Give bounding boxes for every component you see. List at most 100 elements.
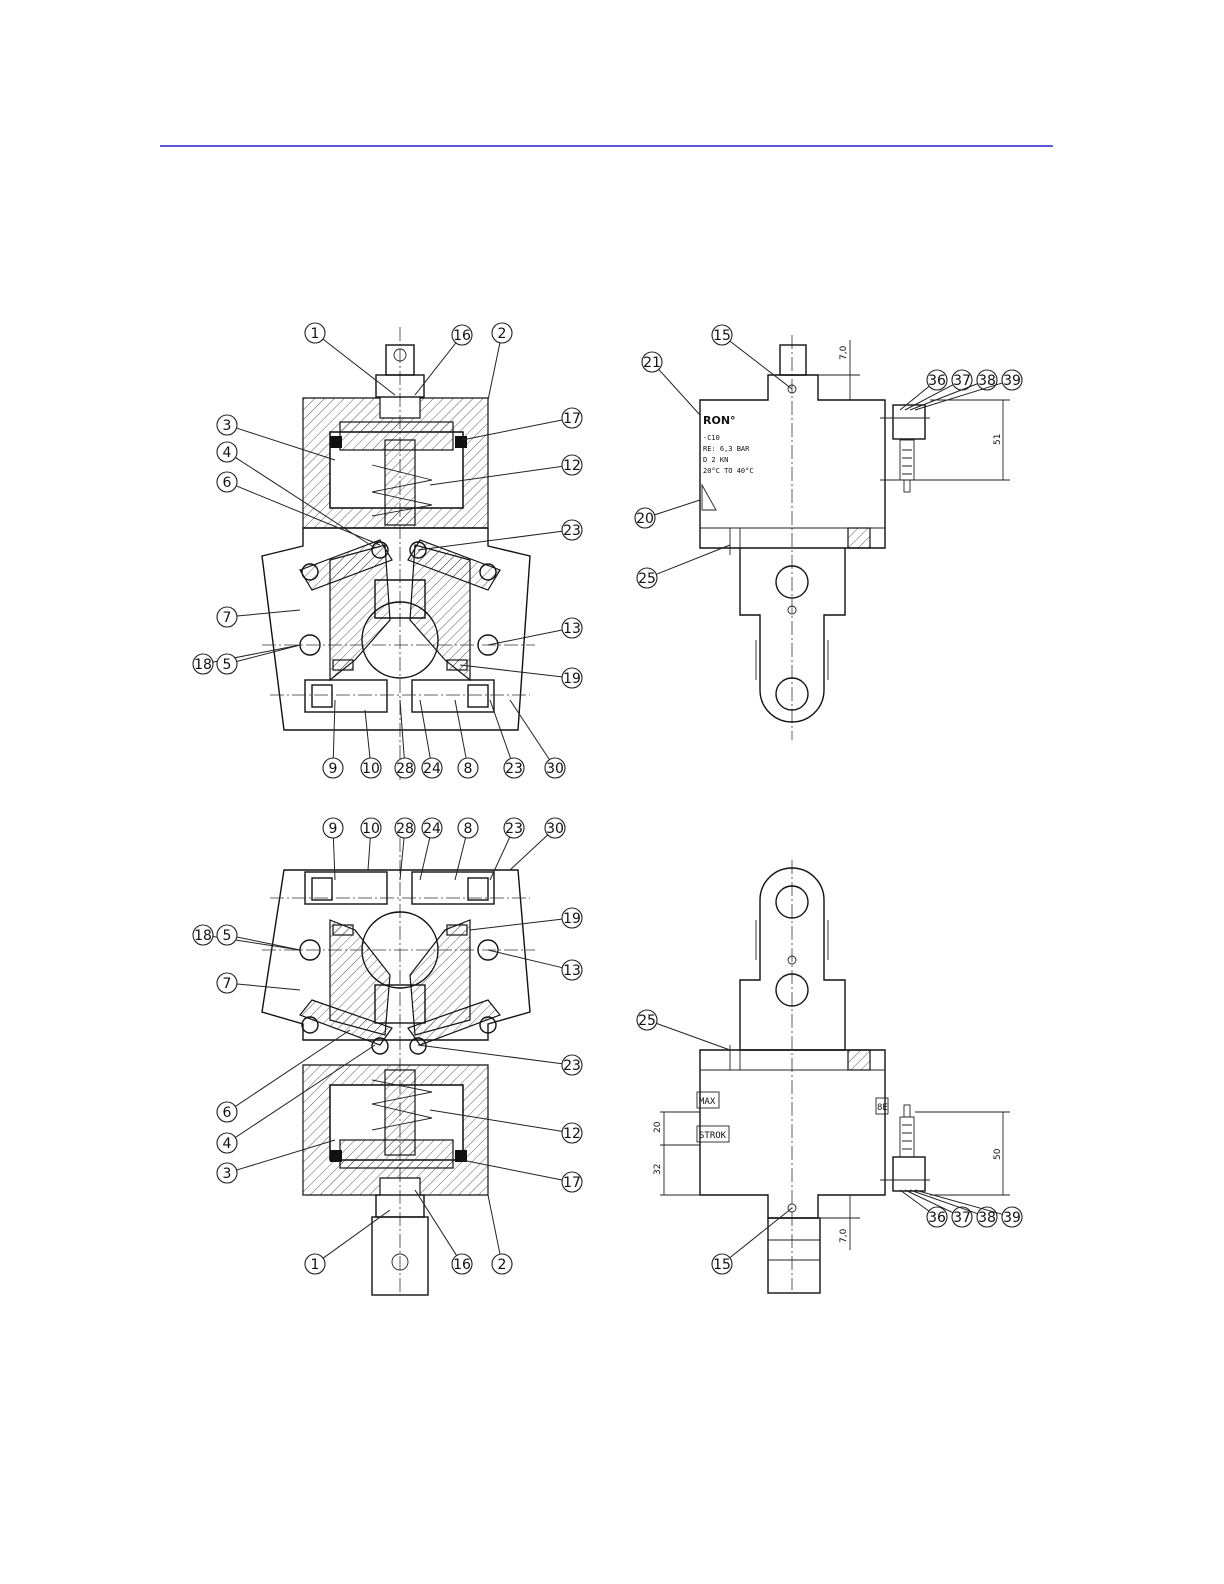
balloon-number: 25 [638,571,656,587]
svg-text:MAX: MAX [699,1097,716,1107]
svg-text:20°C TO 40°C: 20°C TO 40°C [703,467,754,475]
svg-text:RE: 6,3 BAR: RE: 6,3 BAR [703,445,750,453]
callout-balloon-side_top-7: 25 [637,545,730,588]
leader-line [655,500,700,515]
balloon-number: 38 [978,1210,996,1226]
balloon-number: 16 [453,1257,471,1273]
balloon-number: 36 [928,373,946,389]
balloon-number: 15 [713,328,731,344]
balloon-number: 5 [223,657,232,673]
balloon-number: 6 [223,475,232,491]
balloon-number: 10 [362,761,380,777]
leader-line [490,837,510,880]
leader-line [333,838,335,880]
leader-line [365,710,370,758]
balloon-number: 3 [223,418,232,434]
balloon-number: 4 [223,445,232,461]
balloon-number: 19 [563,911,581,927]
leader-line [237,984,300,990]
leader-line [400,700,404,758]
svg-text:20: 20 [653,1121,663,1133]
balloon-number: 8 [464,821,473,837]
leader-line [430,1110,562,1131]
leader-line [490,700,511,759]
callout-balloon-section_bottom-10: 7 [217,973,300,993]
leader-line [400,838,404,880]
balloon-number: 5 [223,928,232,944]
leader-line [368,838,370,870]
leader-line [333,700,335,758]
balloon-number: 18 [194,928,212,944]
balloon-number: 28 [396,821,414,837]
balloon-number: 21 [643,355,661,371]
leader-line [730,341,792,389]
callout-balloon-side_bottom-1: 36 [900,1190,947,1227]
balloon-number: 17 [563,1175,581,1191]
callout-balloon-section_bottom-1: 10 [361,818,381,870]
callout-balloon-section_bottom-8: 5 [217,925,300,950]
svg-text:51: 51 [993,434,1003,445]
balloon-number: 2 [498,1257,507,1273]
callout-balloon-side_top-2: 36 [900,370,947,410]
svg-text:-C10: -C10 [703,434,720,442]
leader-line [455,700,466,758]
callout-balloon-section_bottom-18: 1 [305,1210,390,1274]
balloon-number: 23 [505,761,523,777]
svg-text:32: 32 [653,1164,663,1175]
balloon-number: 6 [223,1105,232,1121]
balloon-number: 38 [978,373,996,389]
balloon-number: 30 [546,821,564,837]
balloon-number: 23 [563,1058,581,1074]
callout-balloon-section_top-9: 7 [217,607,300,627]
leader-line [460,665,562,677]
svg-text:7,0: 7,0 [839,1228,849,1243]
leader-line [415,1190,457,1256]
balloon-number: 12 [563,458,581,474]
svg-text:STROK: STROK [699,1131,727,1141]
balloon-number: 13 [563,963,581,979]
balloon-number: 15 [713,1257,731,1273]
callout-balloon-section_top-15: 10 [361,710,381,778]
balloon-number: 23 [563,523,581,539]
balloon-number: 12 [563,1126,581,1142]
balloon-number: 10 [362,821,380,837]
leader-line [420,700,430,758]
balloon-number: 24 [423,821,441,837]
balloon-number: 7 [223,610,232,626]
side-view-bottom: MAX STROK 8E 20 32 50 7,0 [653,860,1010,1293]
balloon-number: 9 [329,761,338,777]
balloon-number: 8 [464,761,473,777]
balloon-number: 1 [311,1257,320,1273]
balloon-number: 2 [498,326,507,342]
leader-line [656,545,730,574]
callout-balloon-side_bottom-5: 15 [712,1208,792,1274]
callout-balloon-section_bottom-20: 2 [488,1195,512,1274]
svg-text:RON°: RON° [703,414,736,427]
svg-text:8E: 8E [877,1103,888,1113]
callout-balloon-side_top-6: 20 [635,500,700,528]
balloon-number: 37 [953,373,971,389]
leader-line [323,339,395,395]
balloon-number: 20 [636,511,654,527]
leader-line [237,645,300,661]
callout-balloon-section_bottom-14: 4 [217,1045,375,1153]
callout-balloon-section_top-5: 4 [217,442,375,548]
leader-line [323,1210,390,1258]
balloon-number: 3 [223,1166,232,1182]
leader-line [420,838,430,880]
callout-balloon-section_top-0: 1 [305,323,395,395]
svg-text:D 2 KN: D 2 KN [703,456,728,464]
callout-balloon-section_bottom-11: 13 [488,950,582,980]
balloon-number: 1 [311,326,320,342]
callout-balloon-section_top-6: 12 [430,455,582,485]
balloon-number: 16 [453,328,471,344]
leader-line [455,838,466,880]
nameplate: RON° -C10 RE: 6,3 BAR D 2 KN 20°C TO 40°… [703,414,754,475]
leader-line [415,343,456,395]
tag-labels: MAX STROK 8E [697,1092,888,1142]
leader-line [659,369,700,415]
balloon-number: 39 [1003,1210,1021,1226]
callout-balloon-section_bottom-19: 16 [415,1190,472,1274]
balloon-number: 13 [563,621,581,637]
